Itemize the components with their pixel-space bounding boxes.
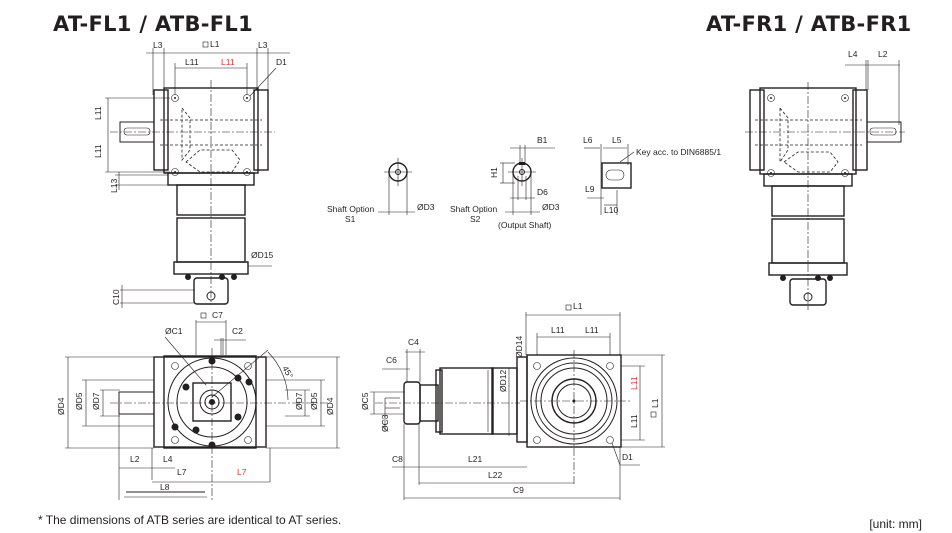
model-title-fr1: AT-FR1 / ATB-FR1 (706, 12, 912, 36)
model-title-fl1: AT-FL1 / ATB-FL1 (53, 12, 254, 36)
dim-c3: ØC3 (380, 414, 390, 432)
dim-side-l1-right: L1 (650, 398, 660, 408)
dim-l7-b: L7 (237, 467, 247, 477)
dim-d5-left: ØD5 (74, 392, 84, 410)
dim-c1: ØC1 (165, 326, 183, 336)
dim-l5: L5 (612, 135, 622, 145)
dim-c9: C9 (513, 485, 524, 495)
dim-l4: L4 (848, 49, 858, 59)
dim-c6: C6 (386, 355, 397, 365)
s2-caption-line1: Shaft Option (450, 204, 498, 214)
dim-c10: C10 (111, 289, 121, 305)
dim-l8: L8 (160, 482, 170, 492)
dim-d7-right: ØD7 (294, 392, 304, 410)
shaft-key-detail: L6 L5 Key acc. to DIN6885/1 L9 L10 (583, 135, 721, 215)
dim-d12: ØD12 (498, 370, 508, 392)
square-symbol-icon (200, 312, 207, 319)
s1-caption-line1: Shaft Option (327, 204, 375, 214)
dim-l1: L1 (210, 39, 220, 49)
dim-h1: H1 (489, 167, 499, 178)
dim-d6: D6 (537, 187, 548, 197)
fr1-top-view: L4 L2 (745, 49, 905, 310)
square-symbol-icon (650, 411, 657, 418)
s2-output-caption: (Output Shaft) (498, 220, 552, 230)
dim-d4-right: ØD4 (325, 397, 335, 415)
dim-l11-b: L11 (221, 57, 235, 67)
dim-side-l11-a: L11 (551, 325, 565, 335)
s1-caption-line2: S1 (345, 214, 356, 224)
dim-b1: B1 (537, 135, 548, 145)
dim-l3-right: L3 (258, 40, 268, 50)
dim-l3-left: L3 (153, 40, 163, 50)
dim-d5-right: ØD5 (309, 392, 319, 410)
dim-l2: L2 (130, 454, 140, 464)
key-note: Key acc. to DIN6885/1 (636, 147, 721, 157)
square-symbol-icon (202, 41, 209, 48)
dim-l13: L13 (109, 179, 119, 193)
dim-side-d1: D1 (622, 452, 633, 462)
dim-d14: ØD14 (514, 336, 524, 358)
dim-d4-left: ØD4 (56, 397, 66, 415)
dim-c2: C2 (232, 326, 243, 336)
dim-s2-d3: ØD3 (542, 202, 560, 212)
dim-c7: C7 (212, 310, 223, 320)
dim-c8: C8 (392, 454, 403, 464)
s2-caption-line2: S2 (470, 214, 481, 224)
dim-l4: L4 (163, 454, 173, 464)
fl1-top-view: L3 L1 L3 L11 L11 D1 L11 L11 (93, 39, 290, 308)
dim-side-l11-b: L11 (585, 325, 599, 335)
dim-l11-a: L11 (185, 57, 199, 67)
dim-d7-left: ØD7 (91, 392, 101, 410)
shaft-option-s1: ØD3 Shaft Option S1 (327, 158, 435, 224)
dim-side-l11-v1: L11 (629, 376, 639, 390)
dim-l9: L9 (585, 184, 595, 194)
dim-l2: L2 (878, 49, 888, 59)
fl1-front-view: C7 ØC1 C2 45° ØD4 ØD (56, 310, 340, 500)
square-symbol-icon (565, 304, 572, 311)
dim-side-l11-v2: L11 (629, 414, 639, 428)
dim-d1: D1 (276, 57, 287, 67)
dim-d15: ØD15 (251, 250, 273, 260)
side-view: L1 L11 L11 ØD14 ØD12 C4 C6 (360, 301, 665, 500)
dim-l21: L21 (468, 454, 482, 464)
dim-c4: C4 (408, 337, 419, 347)
unit-label: [unit: mm] (869, 517, 922, 531)
shaft-option-s2: B1 H1 D6 ØD3 Shaft Option S2 (Output Sha… (450, 135, 560, 230)
dim-l11-v1: L11 (93, 106, 103, 120)
dim-l22: L22 (488, 470, 502, 480)
dim-l6: L6 (583, 135, 593, 145)
dim-c5: ØC5 (360, 392, 370, 410)
dim-l7-a: L7 (177, 467, 187, 477)
dim-side-l1-top: L1 (573, 301, 583, 311)
footnote: * The dimensions of ATB series are ident… (38, 513, 342, 527)
dim-s1-d3: ØD3 (417, 202, 435, 212)
dim-l11-v2: L11 (93, 144, 103, 158)
dim-l10: L10 (604, 205, 618, 215)
angle-45-label: 45° (280, 364, 295, 380)
